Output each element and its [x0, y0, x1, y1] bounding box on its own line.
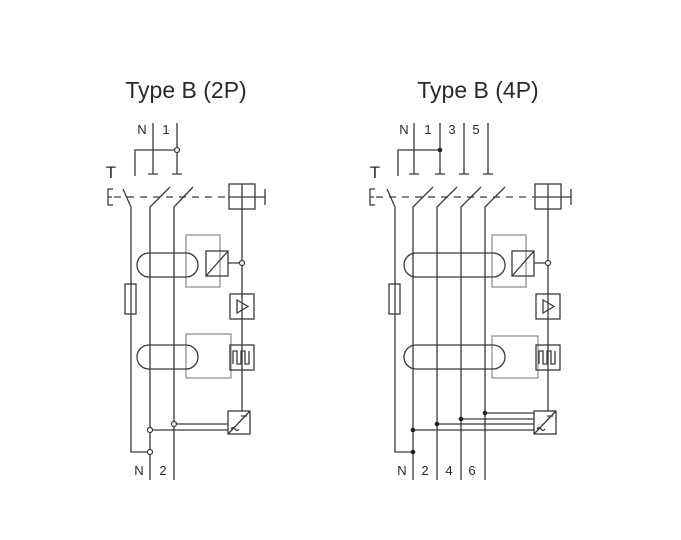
terminal-label-2: 2 [421, 463, 428, 478]
test-button-symbol [107, 188, 113, 206]
upper-current-transformer [403, 252, 506, 278]
terminal-label-n-top: N [399, 122, 408, 137]
lower-sensor-frame [491, 335, 539, 379]
terminal-label-n-bottom: N [134, 463, 143, 478]
upper-sensor-frame [491, 234, 527, 288]
test-button-label: T [106, 163, 116, 182]
terminal-label-4: 4 [445, 463, 452, 478]
lower-sensor-frame [185, 333, 232, 379]
pulse-generator-box [229, 344, 255, 371]
input-terminals [397, 123, 493, 176]
switch-contacts [122, 186, 194, 480]
diagram-4p: Type B (4P) N 1 3 5 T [369, 77, 572, 480]
relay-box [205, 250, 246, 277]
terminal-label-1: 1 [424, 122, 431, 137]
test-resistor [124, 283, 137, 315]
terminal-label-n-bottom: N [397, 463, 406, 478]
switch-contacts [386, 186, 506, 480]
trip-unit-box [534, 183, 572, 210]
test-button-symbol [369, 188, 375, 206]
relay-box [511, 250, 552, 277]
trip-unit-box [228, 183, 266, 210]
terminal-label-1: 1 [162, 122, 169, 137]
sense-lines [150, 423, 228, 431]
diagram-2p: Type B (2P) N 1 T [106, 77, 266, 480]
terminal-label-2: 2 [159, 463, 166, 478]
lower-current-transformer [136, 344, 199, 370]
diagram-title: Type B (4P) [417, 77, 538, 103]
terminal-label-n-top: N [137, 122, 146, 137]
input-terminals [134, 123, 182, 176]
amplifier-box [535, 293, 561, 320]
converter-box [533, 410, 557, 435]
diagram-title: Type B (2P) [125, 77, 246, 103]
test-resistor [388, 283, 401, 315]
terminal-label-5: 5 [472, 122, 479, 137]
upper-current-transformer [136, 252, 199, 278]
lower-current-transformer [403, 344, 506, 370]
amplifier-box [229, 293, 255, 320]
converter-box [227, 410, 251, 435]
upper-sensor-frame [185, 234, 221, 288]
terminal-label-3: 3 [448, 122, 455, 137]
sense-lines [413, 412, 534, 431]
pulse-generator-box [535, 344, 561, 371]
terminal-label-6: 6 [468, 463, 475, 478]
test-button-label: T [370, 163, 380, 182]
